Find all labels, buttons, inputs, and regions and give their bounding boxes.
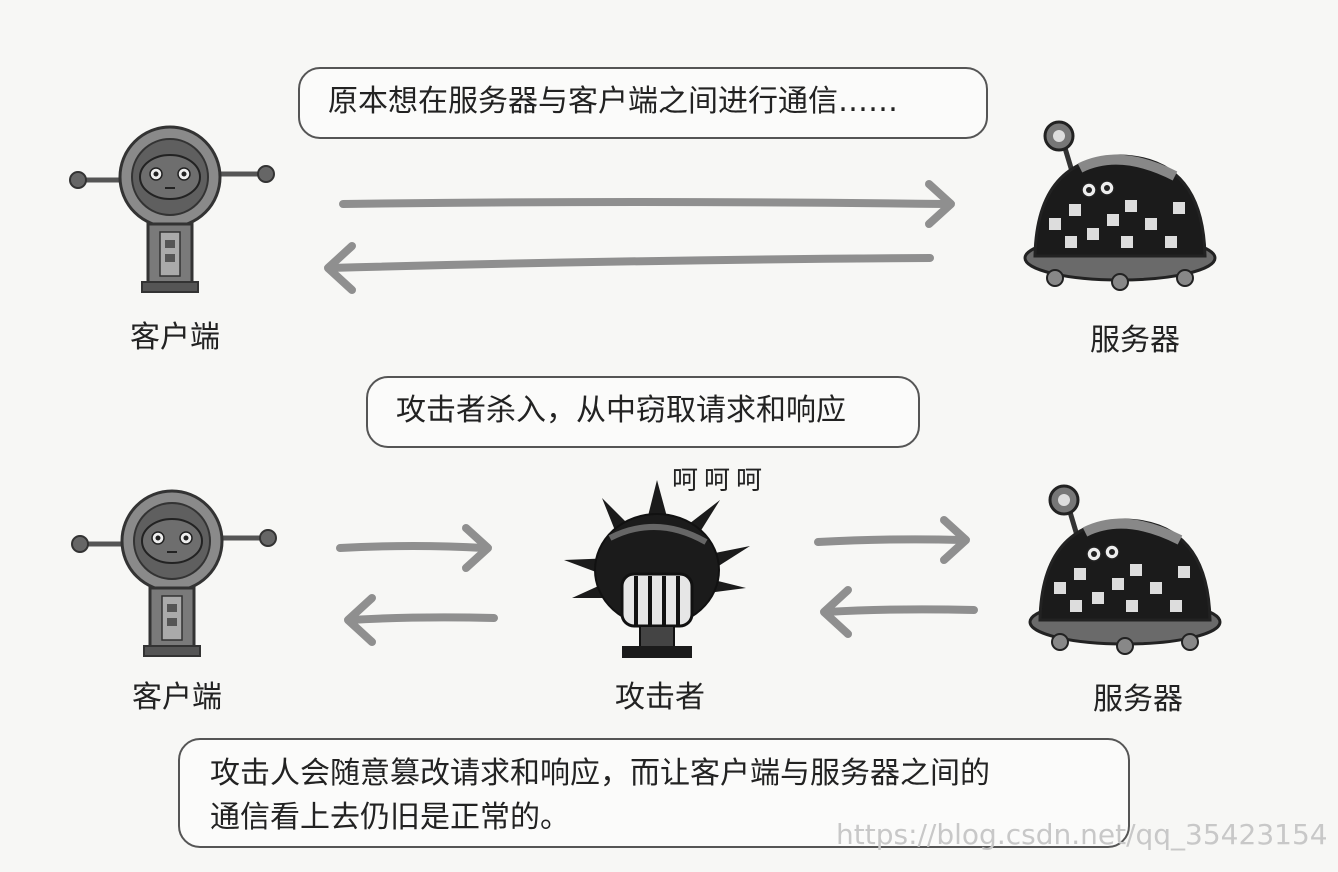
client-robot-icon — [72, 496, 282, 666]
top-server-label: 服务器 — [1090, 323, 1180, 358]
server-robot-icon — [1030, 482, 1225, 667]
watermark-url: https://blog.csdn.net/qq_35423154 — [836, 818, 1328, 851]
bottom-speech-bubble: 攻击者杀入，从中窃取请求和响应 — [366, 376, 920, 448]
top-client-label: 客户端 — [130, 320, 220, 355]
top-response-arrow-icon — [324, 242, 934, 294]
server-to-attacker-arrow-icon — [820, 586, 978, 638]
server-robot-icon — [1025, 118, 1220, 303]
attacker-to-client-arrow-icon — [344, 594, 498, 646]
caption-line-2: 通信看上去仍旧是正常的。 — [210, 799, 570, 835]
attacker-spiky-icon — [564, 480, 750, 658]
bottom-client-label: 客户端 — [132, 680, 222, 715]
attacker-laugh-text: 呵呵呵 — [672, 466, 769, 496]
top-speech-bubble: 原本想在服务器与客户端之间进行通信…… — [298, 67, 988, 139]
bottom-bubble-text: 攻击者杀入，从中窃取请求和响应 — [396, 393, 846, 428]
top-bubble-text: 原本想在服务器与客户端之间进行通信…… — [328, 84, 898, 119]
top-request-arrow-icon — [339, 180, 955, 228]
bottom-server-label: 服务器 — [1093, 682, 1183, 717]
client-to-attacker-arrow-icon — [336, 524, 492, 572]
caption-line-1: 攻击人会随意篡改请求和响应，而让客户端与服务器之间的 — [210, 756, 990, 791]
explanation-caption-box: 攻击人会随意篡改请求和响应，而让客户端与服务器之间的 通信看上去仍旧是正常的。 — [178, 738, 1130, 848]
attacker-to-server-arrow-icon — [814, 516, 970, 564]
attacker-label: 攻击者 — [615, 680, 705, 715]
client-robot-icon — [70, 132, 280, 302]
